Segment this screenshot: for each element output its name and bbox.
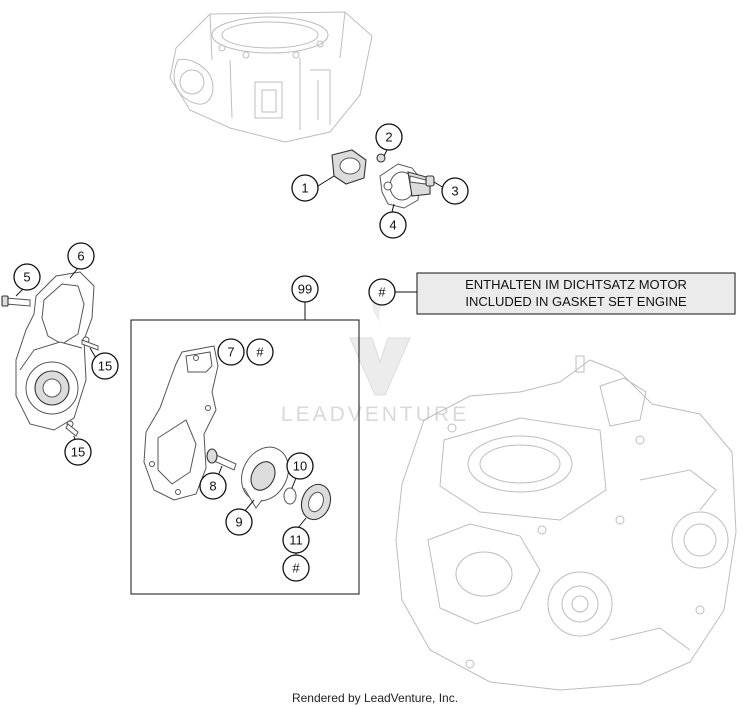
- part-6-pump-cover: [15, 271, 95, 431]
- callout-1: 1: [291, 174, 319, 202]
- callout-5-label: 5: [23, 270, 30, 285]
- callout-99: 99: [291, 275, 319, 303]
- callout-1-label: 1: [301, 181, 308, 196]
- part-15-screw-top: [81, 339, 99, 351]
- part-5-screw: [1, 295, 31, 307]
- legend-symbol: #: [378, 285, 386, 300]
- legend-line-de: ENTHALTEN IM DICHTSATZ MOTOR: [465, 277, 687, 292]
- callout-4-label: 4: [389, 218, 396, 233]
- part-4-thermostat-cover: [379, 163, 431, 209]
- callout-7-label: 7: [227, 345, 234, 360]
- callout-7: 7: [217, 338, 245, 366]
- callout-6-label: 6: [77, 249, 84, 264]
- callout-7-hash-label: #: [256, 345, 264, 360]
- callout-15-top: 15: [91, 352, 119, 380]
- part-7-gasket: [143, 345, 219, 501]
- part-10-oring: [283, 487, 297, 505]
- callout-11-hash-label: #: [292, 561, 300, 576]
- part-1-thermostat: [331, 149, 367, 185]
- part-3-screw: [409, 175, 435, 187]
- callout-99-label: 99: [298, 282, 312, 297]
- part-9-impeller: [241, 446, 289, 509]
- legend: # ENTHALTEN IM DICHTSATZ MOTOR INCLUDED …: [368, 272, 736, 315]
- callout-4: 4: [379, 211, 407, 239]
- callout-8-label: 8: [209, 479, 216, 494]
- callout-11-label: 11: [289, 533, 303, 548]
- part-15-screw-bottom: [65, 423, 79, 437]
- part-2-oring: [376, 153, 386, 163]
- callout-2: 2: [375, 123, 403, 151]
- callout-6: 6: [67, 242, 95, 270]
- callout-2-label: 2: [385, 130, 392, 145]
- callout-15-top-label: 15: [98, 359, 112, 374]
- callout-9: 9: [225, 508, 253, 536]
- callout-3-label: 3: [451, 184, 458, 199]
- engine-crankcase-drawing: [395, 355, 737, 691]
- footer-credit: Rendered by LeadVenture, Inc.: [292, 691, 458, 705]
- callout-8: 8: [199, 472, 227, 500]
- part-8-shaft: [206, 448, 237, 471]
- callout-11: 11: [282, 526, 310, 554]
- callout-9-label: 9: [235, 515, 242, 530]
- callout-11-hash: #: [282, 554, 310, 582]
- callout-5: 5: [13, 263, 41, 291]
- kit-99-box: [130, 302, 360, 595]
- cylinder-drawing: [169, 11, 373, 143]
- callout-15-bottom: 15: [64, 438, 92, 466]
- watermark-text: LEADVENTURE: [281, 403, 469, 426]
- callout-15-bottom-label: 15: [71, 445, 85, 460]
- legend-line-en: INCLUDED IN GASKET SET ENGINE: [465, 294, 687, 309]
- callout-7-hash: #: [246, 338, 274, 366]
- callout-3: 3: [441, 177, 469, 205]
- part-11-shaft-seal: [300, 483, 332, 521]
- watermark-logo-icon: [349, 337, 411, 396]
- callout-10: 10: [286, 452, 314, 480]
- callout-10-label: 10: [293, 459, 307, 474]
